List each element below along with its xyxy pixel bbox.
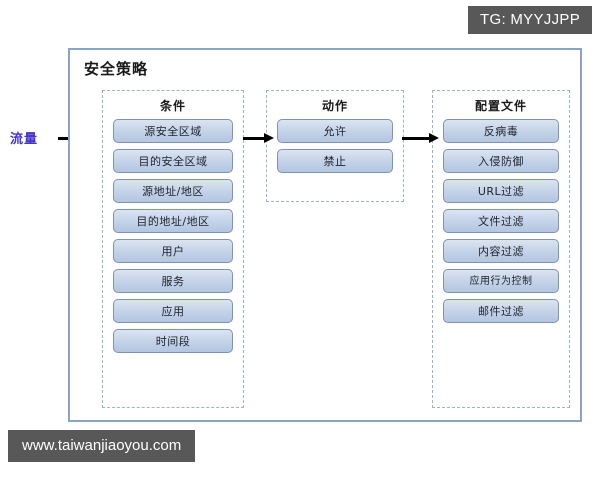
- arrow-actions-to-profiles-icon: [402, 133, 439, 143]
- conditions-item-list: 源安全区域 目的安全区域 源地址/地区 目的地址/地区 用户 服务 应用 时间段: [103, 119, 243, 353]
- page-title: 安全策略: [84, 60, 149, 78]
- condition-item-service[interactable]: 服务: [113, 269, 233, 293]
- conditions-group-title: 条件: [159, 99, 186, 113]
- security-policy-frame: 安全策略 条件 源安全区域 目的安全区域 源地址/地区 目的地址/地区 用户 服…: [68, 48, 582, 422]
- condition-item-source-security-zone[interactable]: 源安全区域: [113, 119, 233, 143]
- profiles-group: 配置文件 反病毒 入侵防御 URL过滤 文件过滤 内容过滤 应用行为控制 邮件过…: [432, 90, 570, 408]
- action-item-deny[interactable]: 禁止: [277, 149, 393, 173]
- conditions-group: 条件 源安全区域 目的安全区域 源地址/地区 目的地址/地区 用户 服务 应用 …: [102, 90, 244, 408]
- profiles-group-title: 配置文件: [474, 99, 527, 113]
- condition-item-application[interactable]: 应用: [113, 299, 233, 323]
- arrow-conditions-to-actions-icon: [243, 133, 274, 143]
- profile-item-file-filtering[interactable]: 文件过滤: [443, 209, 559, 233]
- profiles-item-list: 反病毒 入侵防御 URL过滤 文件过滤 内容过滤 应用行为控制 邮件过滤: [433, 119, 569, 323]
- condition-item-user[interactable]: 用户: [113, 239, 233, 263]
- condition-item-source-address-region[interactable]: 源地址/地区: [113, 179, 233, 203]
- actions-group-title: 动作: [321, 99, 348, 113]
- action-item-allow[interactable]: 允许: [277, 119, 393, 143]
- traffic-label: 流量: [10, 132, 39, 147]
- condition-item-destination-security-zone[interactable]: 目的安全区域: [113, 149, 233, 173]
- condition-item-time-range[interactable]: 时间段: [113, 329, 233, 353]
- profile-item-url-filtering[interactable]: URL过滤: [443, 179, 559, 203]
- profile-item-mail-filtering[interactable]: 邮件过滤: [443, 299, 559, 323]
- actions-group: 动作 允许 禁止: [266, 90, 404, 202]
- website-watermark-badge: www.taiwanjiaoyou.com: [8, 430, 196, 462]
- profile-item-intrusion-prevention[interactable]: 入侵防御: [443, 149, 559, 173]
- profile-item-application-behavior-control[interactable]: 应用行为控制: [443, 269, 559, 293]
- actions-item-list: 允许 禁止: [267, 119, 403, 173]
- telegram-watermark-badge: TG: MYYJJPP: [468, 6, 592, 34]
- condition-item-destination-address-region[interactable]: 目的地址/地区: [113, 209, 233, 233]
- profile-item-antivirus[interactable]: 反病毒: [443, 119, 559, 143]
- profile-item-content-filtering[interactable]: 内容过滤: [443, 239, 559, 263]
